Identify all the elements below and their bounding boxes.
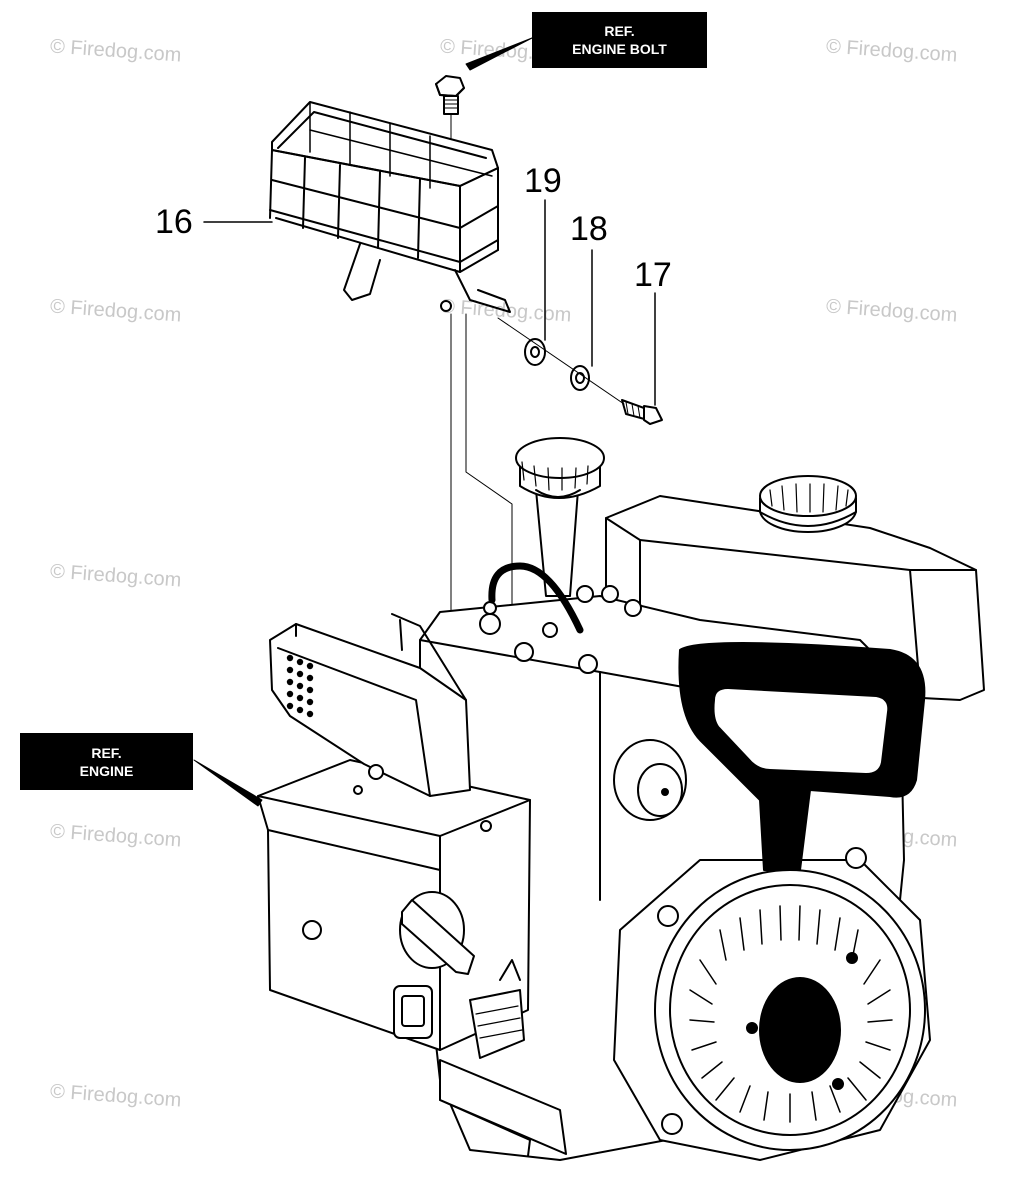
engine-part: [257, 437, 985, 1161]
ref-engine-label: REF. ENGINE: [20, 733, 193, 790]
callout-17: 17: [634, 256, 672, 294]
callout-16: 16: [155, 203, 193, 241]
callout-19: 19: [524, 162, 562, 200]
washer-18-part: [570, 365, 590, 391]
ref-engine-bolt-line2: ENGINE BOLT: [572, 41, 667, 57]
ref-engine-bolt-label: REF. ENGINE BOLT: [532, 12, 707, 68]
washer-19-part: [524, 338, 546, 366]
bolt-17-part: [621, 399, 663, 425]
ref-engine-line1: REF.: [91, 744, 122, 761]
ref-engine-bolt-line1: REF.: [604, 23, 635, 39]
wire-basket-part: [269, 101, 511, 313]
callout-18: 18: [570, 210, 608, 248]
ref-engine-leader: [193, 759, 263, 807]
ref-engine-bolt-leader: [465, 37, 533, 71]
ref-engine-line2: ENGINE: [79, 762, 134, 779]
engine-bolt-part: [435, 75, 465, 151]
